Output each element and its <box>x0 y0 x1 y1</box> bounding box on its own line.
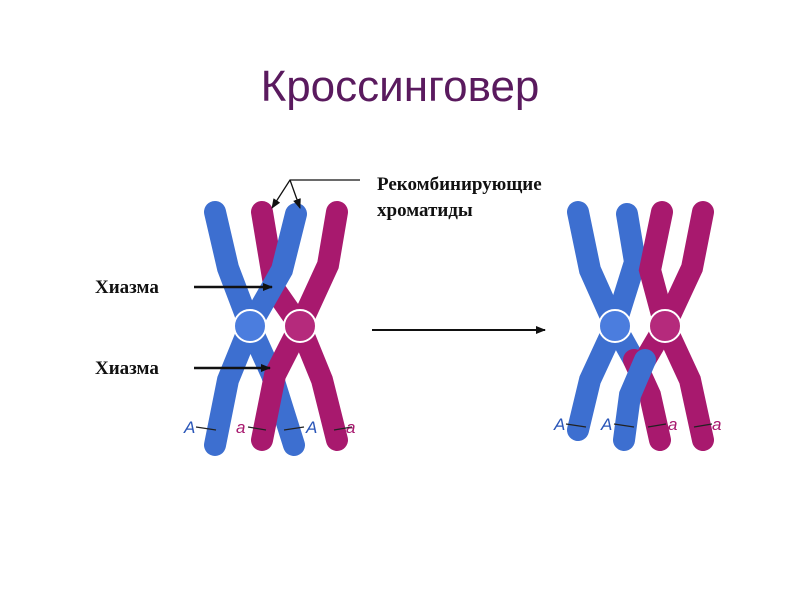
centromere-blue <box>598 309 632 343</box>
magenta-chromatid-upper-left <box>638 201 676 337</box>
recombinant-chromatid-upper <box>604 203 647 337</box>
allele-label: a <box>346 418 355 437</box>
allele-label: A <box>553 415 565 434</box>
page-title: Кроссинговер <box>260 62 540 111</box>
allele-label: A <box>600 415 612 434</box>
recombinant-chromatid-lower-left-blue <box>613 349 656 451</box>
magenta-chromatid-upper-right <box>654 201 714 337</box>
allele-label: A <box>305 418 317 437</box>
allele-label: A <box>183 418 195 437</box>
chiasma-label-bottom: Хиазма <box>95 358 159 379</box>
blue-chromatid-lower-left <box>567 315 626 441</box>
blue-chromatid-upper-left <box>567 201 626 337</box>
allele-label: a <box>236 418 245 437</box>
centromere-magenta <box>283 309 317 343</box>
magenta-chromatid-upper-right <box>289 201 348 337</box>
magenta-chromatid-lower-right <box>289 315 348 451</box>
centromere-blue <box>233 309 267 343</box>
pointer-arrow-right <box>289 179 301 209</box>
allele-label: a <box>712 415 721 434</box>
magenta-chromatid-lower-left <box>251 315 311 451</box>
blue-chromatid-upper-right <box>239 203 307 337</box>
centromere-magenta <box>648 309 682 343</box>
recombinant-label-line2: хроматиды <box>377 200 473 221</box>
allele-label: a <box>668 415 677 434</box>
pointer-arrow-left <box>271 179 360 209</box>
magenta-chromatid-lower-right <box>654 315 714 451</box>
chromosome-pair-after: A A a a <box>553 201 721 451</box>
blue-chromatid-lower-left <box>204 315 261 456</box>
chiasma-label-top: Хиазма <box>95 277 159 298</box>
recombinant-label-line1: Рекомбинирующие <box>377 174 542 195</box>
blue-chromatid-upper-left <box>204 201 261 337</box>
chromosome-pair-before: A a A a <box>183 201 355 456</box>
